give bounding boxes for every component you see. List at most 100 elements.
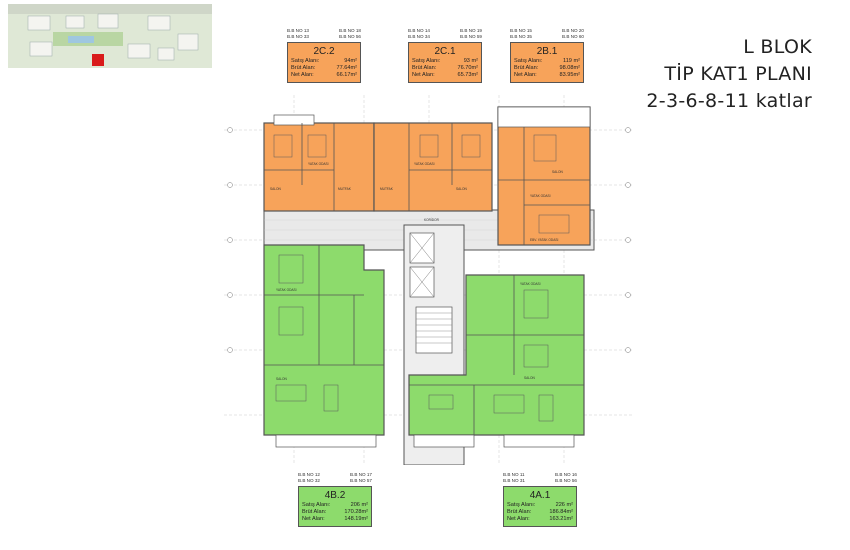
brut-value: 186.84m² xyxy=(549,508,573,515)
bb-number: B.B NO 13 xyxy=(287,28,309,33)
site-building xyxy=(157,47,175,61)
bb-number: B.B NO 17 xyxy=(350,472,372,477)
bb-number: B.B NO 33 xyxy=(287,34,309,40)
grid-bubble xyxy=(227,292,233,298)
floors-subtitle: 2-3-6-8-11 katlar xyxy=(646,90,812,112)
room-label: EBV. YATAK ODASI xyxy=(530,238,558,242)
room-label: YATAK ODASI xyxy=(414,162,435,166)
sofa xyxy=(428,394,454,410)
bb-number: B.B NO 34 xyxy=(408,34,430,40)
unit-4b2-area xyxy=(263,244,385,436)
net-value: 83.95m² xyxy=(559,71,580,78)
bed xyxy=(307,134,327,158)
site-building xyxy=(65,15,85,29)
satis-value: 206 m² xyxy=(350,501,368,508)
bed xyxy=(278,306,304,336)
dining-table xyxy=(323,384,339,412)
site-building xyxy=(177,33,199,51)
bed xyxy=(419,134,439,158)
bed xyxy=(461,134,481,158)
floor-plan-title: TİP KAT1 PLANI xyxy=(664,63,812,85)
satis-value: 119 m² xyxy=(563,57,580,64)
net-value: 66.17m² xyxy=(336,71,357,78)
site-pool xyxy=(68,36,94,43)
room-label: YATAK ODASI xyxy=(530,194,551,198)
elevator-cross xyxy=(409,232,435,264)
unit-info-box: 2C.1 Satış Alanı: 93 m² Brüt Alan: 76.70m²… xyxy=(408,41,482,83)
room-label: SALON xyxy=(552,170,564,174)
net-label: Net Alan: xyxy=(412,71,435,78)
room-label: SALON xyxy=(456,187,468,191)
unit-info-box: 4B.2 Satış Alanı:206 m² Brüt Alan:170.28… xyxy=(298,485,372,527)
unit-name: 4A.1 xyxy=(529,489,551,501)
unit-info-box: 2C.2 Satış Alanı:94m² Brüt Alan:77.64m² … xyxy=(287,41,361,83)
unit-info-box: 4A.1 Satış Alanı:226 m² Brüt Alan:186.84… xyxy=(503,485,577,527)
sofa xyxy=(275,384,307,402)
brut-value: 98.08m² xyxy=(559,64,580,71)
bed xyxy=(538,214,570,234)
bb-number: B.B NO 11 xyxy=(503,472,525,477)
satis-label: Satış Alanı: xyxy=(291,57,320,64)
block-l-highlight xyxy=(92,54,104,66)
elevator-cross xyxy=(409,266,435,298)
brut-value: 77.64m² xyxy=(336,64,357,71)
unit-2c1-area xyxy=(373,122,493,212)
staircase xyxy=(415,306,453,354)
bed xyxy=(523,344,549,368)
bb-number: B.B NO 15 xyxy=(510,28,532,33)
unit-info-box: 2B.1 Satış Alanı:119 m² Brüt Alan:98.08m… xyxy=(510,41,584,83)
net-label: Net Alan: xyxy=(302,515,325,522)
site-building xyxy=(27,15,51,31)
site-map-road xyxy=(8,4,212,14)
satis-label: Satış Alanı: xyxy=(507,501,536,508)
room-label: YATAK ODASI xyxy=(520,282,541,286)
bb-number: B.B NO 18 xyxy=(339,28,361,33)
net-label: Net Alan: xyxy=(291,71,314,78)
room-label: MUTFAK xyxy=(380,187,394,191)
brut-label: Brüt Alan: xyxy=(302,508,327,515)
bed xyxy=(273,134,293,158)
furniture xyxy=(273,134,570,422)
satis-label: Satış Alanı: xyxy=(302,501,331,508)
bb-number: B.B NO 59 xyxy=(460,34,482,40)
net-label: Net Alan: xyxy=(507,515,530,522)
balcony xyxy=(273,114,315,126)
site-building xyxy=(127,43,151,59)
grid-bubble xyxy=(227,347,233,353)
bed xyxy=(278,254,304,284)
net-label: Net Alan: xyxy=(514,71,537,78)
satis-value: 93 m² xyxy=(463,57,478,64)
net-value: 65.73m² xyxy=(457,71,478,78)
room-label: SALON xyxy=(270,187,282,191)
unit-name: 2C.1 xyxy=(434,45,456,57)
bb-number: B.B NO 60 xyxy=(562,34,584,40)
floor-plan: SALON YATAK ODASI MUTFAK SALON YATAK ODA… xyxy=(224,95,634,465)
bb-number: B.B NO 56 xyxy=(555,478,577,484)
brut-label: Brüt Alan: xyxy=(412,64,437,71)
orange-interior-walls xyxy=(264,123,590,245)
grid-bubble xyxy=(625,237,631,243)
bed xyxy=(533,134,557,162)
balcony xyxy=(413,434,475,448)
grid-bubble xyxy=(625,127,631,133)
site-building xyxy=(97,13,119,29)
bed xyxy=(523,289,549,319)
satis-label: Satış Alanı: xyxy=(412,57,441,64)
room-label: SALON xyxy=(276,377,288,381)
bb-number: B.B NO 57 xyxy=(350,478,372,484)
grid-bubble xyxy=(227,182,233,188)
satis-value: 94m² xyxy=(344,57,357,64)
brut-value: 76.70m² xyxy=(457,64,478,71)
bb-number: B.B NO 19 xyxy=(460,28,482,33)
bb-number: B.B NO 35 xyxy=(510,34,532,40)
net-value: 148.19m² xyxy=(344,515,368,522)
site-key-map xyxy=(8,4,212,68)
unit-name: 2C.2 xyxy=(313,45,335,57)
balcony xyxy=(275,434,377,448)
bb-number: B.B NO 32 xyxy=(298,478,320,484)
